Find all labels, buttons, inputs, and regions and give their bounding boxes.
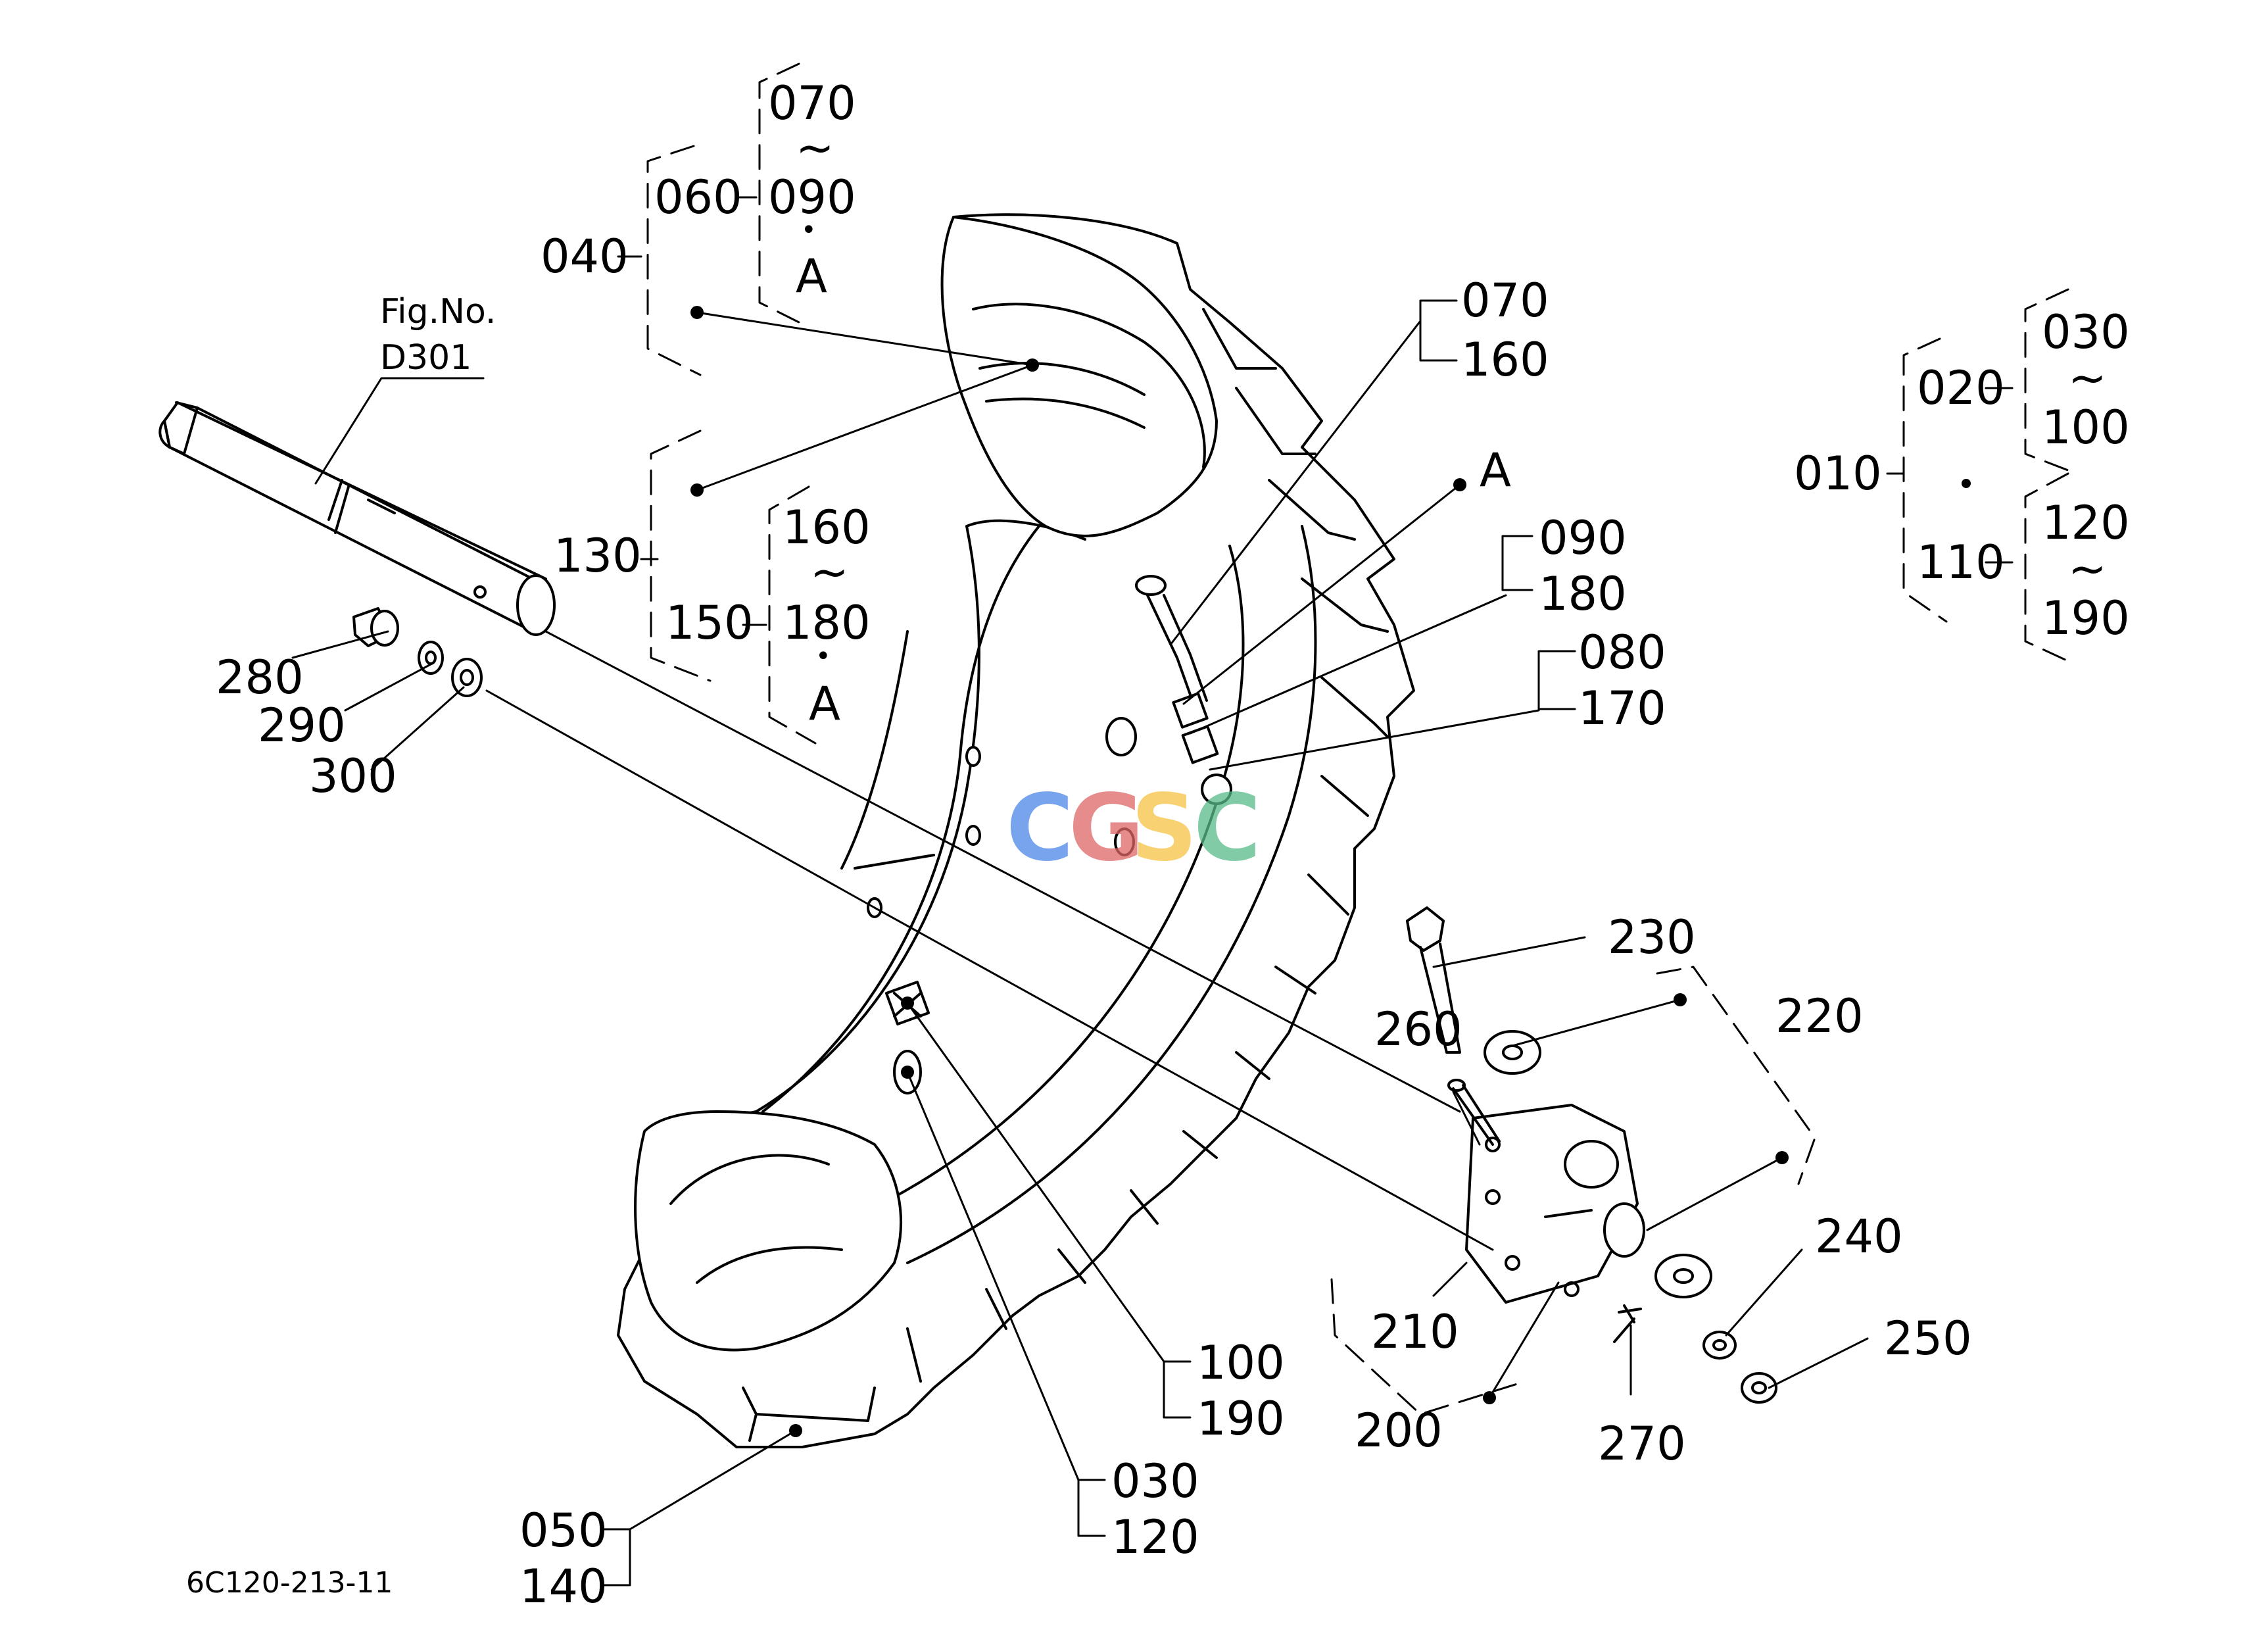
range-tilde-3: ~ xyxy=(796,121,834,175)
callout-220: 220 xyxy=(1775,989,1864,1043)
callout-210: 210 xyxy=(1371,1305,1459,1359)
callout-150: 150 xyxy=(665,596,754,650)
callout-230: 230 xyxy=(1608,910,1696,964)
callout-160a: 160 xyxy=(783,501,871,554)
callout-110: 110 xyxy=(1917,535,2005,589)
callout-270: 270 xyxy=(1598,1417,1686,1471)
callout-200: 200 xyxy=(1355,1404,1443,1458)
callout-A-a: A xyxy=(796,249,827,303)
callout-120b: 120 xyxy=(1111,1510,1199,1564)
callout-140: 140 xyxy=(519,1560,608,1613)
shaft-reference-leader xyxy=(314,377,485,485)
drawing-code: 6C120-213-11 xyxy=(186,1566,393,1600)
bullet-dot-2: • xyxy=(815,641,831,672)
callout-100b: 100 xyxy=(1197,1336,1285,1390)
axle-shaft xyxy=(158,401,556,636)
nut-280 xyxy=(352,607,399,647)
callout-240: 240 xyxy=(1815,1210,1903,1264)
washer-290 xyxy=(418,641,444,675)
callout-A-b: A xyxy=(809,677,840,731)
callout-130: 130 xyxy=(554,529,642,583)
callout-250: 250 xyxy=(1884,1312,1972,1365)
callout-180a: 180 xyxy=(783,596,871,650)
collar-220a xyxy=(1484,1030,1541,1075)
figure-ref-number: D301 xyxy=(380,338,472,378)
watermark-letter-s: S xyxy=(1131,775,1197,882)
callout-290: 290 xyxy=(258,699,346,752)
nut-250 xyxy=(1741,1372,1777,1404)
callout-A-c: A xyxy=(1480,443,1511,497)
callout-180b: 180 xyxy=(1539,567,1627,621)
pin-260 xyxy=(1447,1079,1501,1146)
watermark-letter-g: G xyxy=(1069,775,1144,882)
leader-lines xyxy=(291,311,1869,1531)
callout-170: 170 xyxy=(1578,681,1666,735)
callout-060: 060 xyxy=(654,170,742,224)
callout-260: 260 xyxy=(1374,1002,1462,1056)
dashed-group-brackets xyxy=(646,62,2069,1415)
callout-brackets xyxy=(600,196,2014,1586)
callout-030: 030 xyxy=(2042,305,2130,359)
callout-090b: 090 xyxy=(1539,511,1627,565)
callout-190a: 190 xyxy=(2042,591,2130,645)
callout-300: 300 xyxy=(309,749,397,803)
tire-body xyxy=(617,213,1415,1448)
watermark-letter-c1: C xyxy=(1006,775,1074,882)
callout-050: 050 xyxy=(519,1504,608,1558)
range-tilde-1: ~ xyxy=(2068,351,2107,405)
callout-030b: 030 xyxy=(1111,1454,1199,1508)
valve-stem xyxy=(1135,575,1232,805)
callout-020: 020 xyxy=(1917,361,2005,415)
reference-dots xyxy=(690,306,1971,1437)
watermark-letter-c2: C xyxy=(1194,775,1261,882)
callout-040: 040 xyxy=(541,230,629,283)
range-tilde-2: ~ xyxy=(2068,542,2107,596)
callout-120a: 120 xyxy=(2042,496,2130,550)
callout-070b: 070 xyxy=(1461,274,1549,328)
callout-010: 010 xyxy=(1794,447,1882,501)
callout-160b: 160 xyxy=(1461,333,1549,387)
callout-090a: 090 xyxy=(768,170,856,224)
washer-300 xyxy=(451,658,483,697)
bullet-dot-1: • xyxy=(801,215,817,245)
callout-280: 280 xyxy=(216,651,304,704)
washer-240 xyxy=(1702,1331,1737,1360)
range-tilde-4: ~ xyxy=(810,545,849,599)
pin-270 xyxy=(1613,1304,1642,1343)
bolt-230 xyxy=(1406,906,1461,1054)
collar-220b xyxy=(1654,1254,1712,1298)
figure-ref-label: Fig.No. xyxy=(380,292,496,332)
callout-070a: 070 xyxy=(768,76,856,130)
callout-190b: 190 xyxy=(1197,1392,1285,1446)
hub-assembly xyxy=(1465,1104,1645,1304)
callout-080: 080 xyxy=(1578,626,1666,679)
callout-100a: 100 xyxy=(2042,401,2130,455)
